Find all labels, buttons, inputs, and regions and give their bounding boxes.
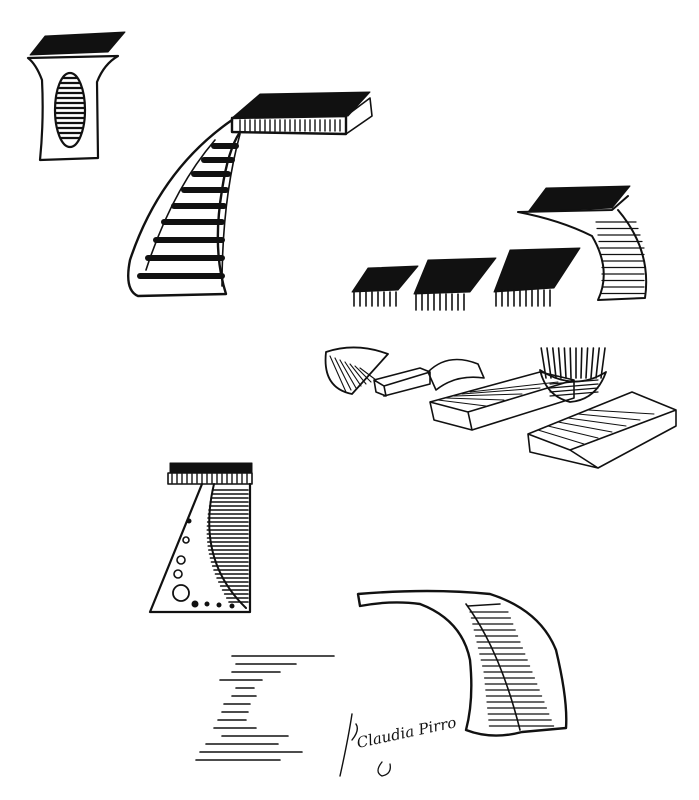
deck-line [547,425,599,439]
signature-loop [377,761,391,777]
bowl-stripe [549,391,599,397]
stair-platform-side [345,97,373,135]
deck-line [567,417,627,427]
hole-9 [186,518,192,524]
hole-5 [191,600,199,608]
bowl-spike [600,347,606,379]
triangle-outline [148,482,252,614]
hole-1 [182,536,190,544]
platform-row-sketch [351,185,648,311]
bowl-spike [551,347,557,379]
small-platform-1 [351,265,419,293]
slab-piece [373,367,431,397]
bowl-hatch [354,365,372,383]
deck-hatch [437,381,655,445]
deck-line [577,413,641,421]
right-stair-steps [595,221,645,295]
platform-legs [353,289,551,311]
bowl-hatch [334,357,352,391]
signature-text: Claudia Pirro [355,713,458,752]
deck-line [537,429,585,445]
arched-piece [427,358,485,391]
hole-3 [173,569,183,579]
bowl-left-hatch [329,355,377,393]
triangle-slab-edge [167,472,253,485]
bowl-stripe [549,383,599,389]
stair-platform-top [231,91,371,119]
bowl-spike [563,347,567,379]
stair-steps [137,143,239,279]
deck-line [445,397,505,401]
deck-line [437,399,487,407]
signature-flourish [339,713,359,777]
curved-stair-sketch [127,91,373,298]
pedestal-body [26,54,120,162]
bowl-right-spikes [540,347,606,397]
deck-line [469,381,559,393]
triangle-holes [172,518,235,609]
bowl-hatch [349,363,367,385]
hole-8 [229,603,235,609]
wide-deck-piece [527,391,677,469]
right-stair-outline [517,195,648,301]
bowl-piece-left [324,346,389,395]
bowl-spike [590,347,595,379]
bowl-spike [580,347,583,379]
hole-7 [216,602,222,608]
pedestal-top-slab [29,31,126,56]
hole-4 [172,584,190,602]
tall-stair-outline [356,589,568,737]
bowl-stripe [549,379,599,385]
deck-line [461,387,541,395]
pedestal-oval [53,71,87,149]
right-stair-platform [527,185,631,213]
pedestal-sketch [26,31,126,162]
triangle-curve [208,483,247,609]
triangle-pillar-sketch [148,462,253,614]
bowl-hatch [329,355,347,393]
deck-line [587,409,655,415]
bowl-hatch [344,361,362,387]
bowl-spike [540,347,547,379]
stair-inner-lines [145,133,241,287]
triangle-slab-ribs [171,473,248,484]
hole-6 [204,601,210,607]
bowl-stripe [549,387,599,393]
platform-ribs [239,119,341,132]
floating-lines-sketch [195,655,335,761]
hole-2 [176,555,186,565]
bowl-spike [546,347,552,379]
small-platform-3 [493,247,581,293]
tall-curved-stair-sketch [356,589,568,737]
bowl-spike [585,347,589,379]
bowl-spike [569,347,572,379]
triangle-stripes [206,489,249,603]
pedestal-grille [54,76,86,140]
deck-line [557,421,613,433]
triangle-top-slab [169,462,253,474]
tall-stair-steps [469,611,555,727]
bowl-hatch [359,367,377,381]
signature: Claudia Pirro [339,713,458,777]
bridge-pieces-sketch [324,346,677,469]
bowl-hatch [339,359,357,389]
stair-outline [127,118,242,298]
tall-stair-inner [465,603,521,731]
bowl-spike [595,347,601,379]
stair-platform-edge [230,114,348,136]
bowl-spike [557,347,562,379]
deck-line [453,393,523,397]
small-platform-2 [413,257,497,295]
